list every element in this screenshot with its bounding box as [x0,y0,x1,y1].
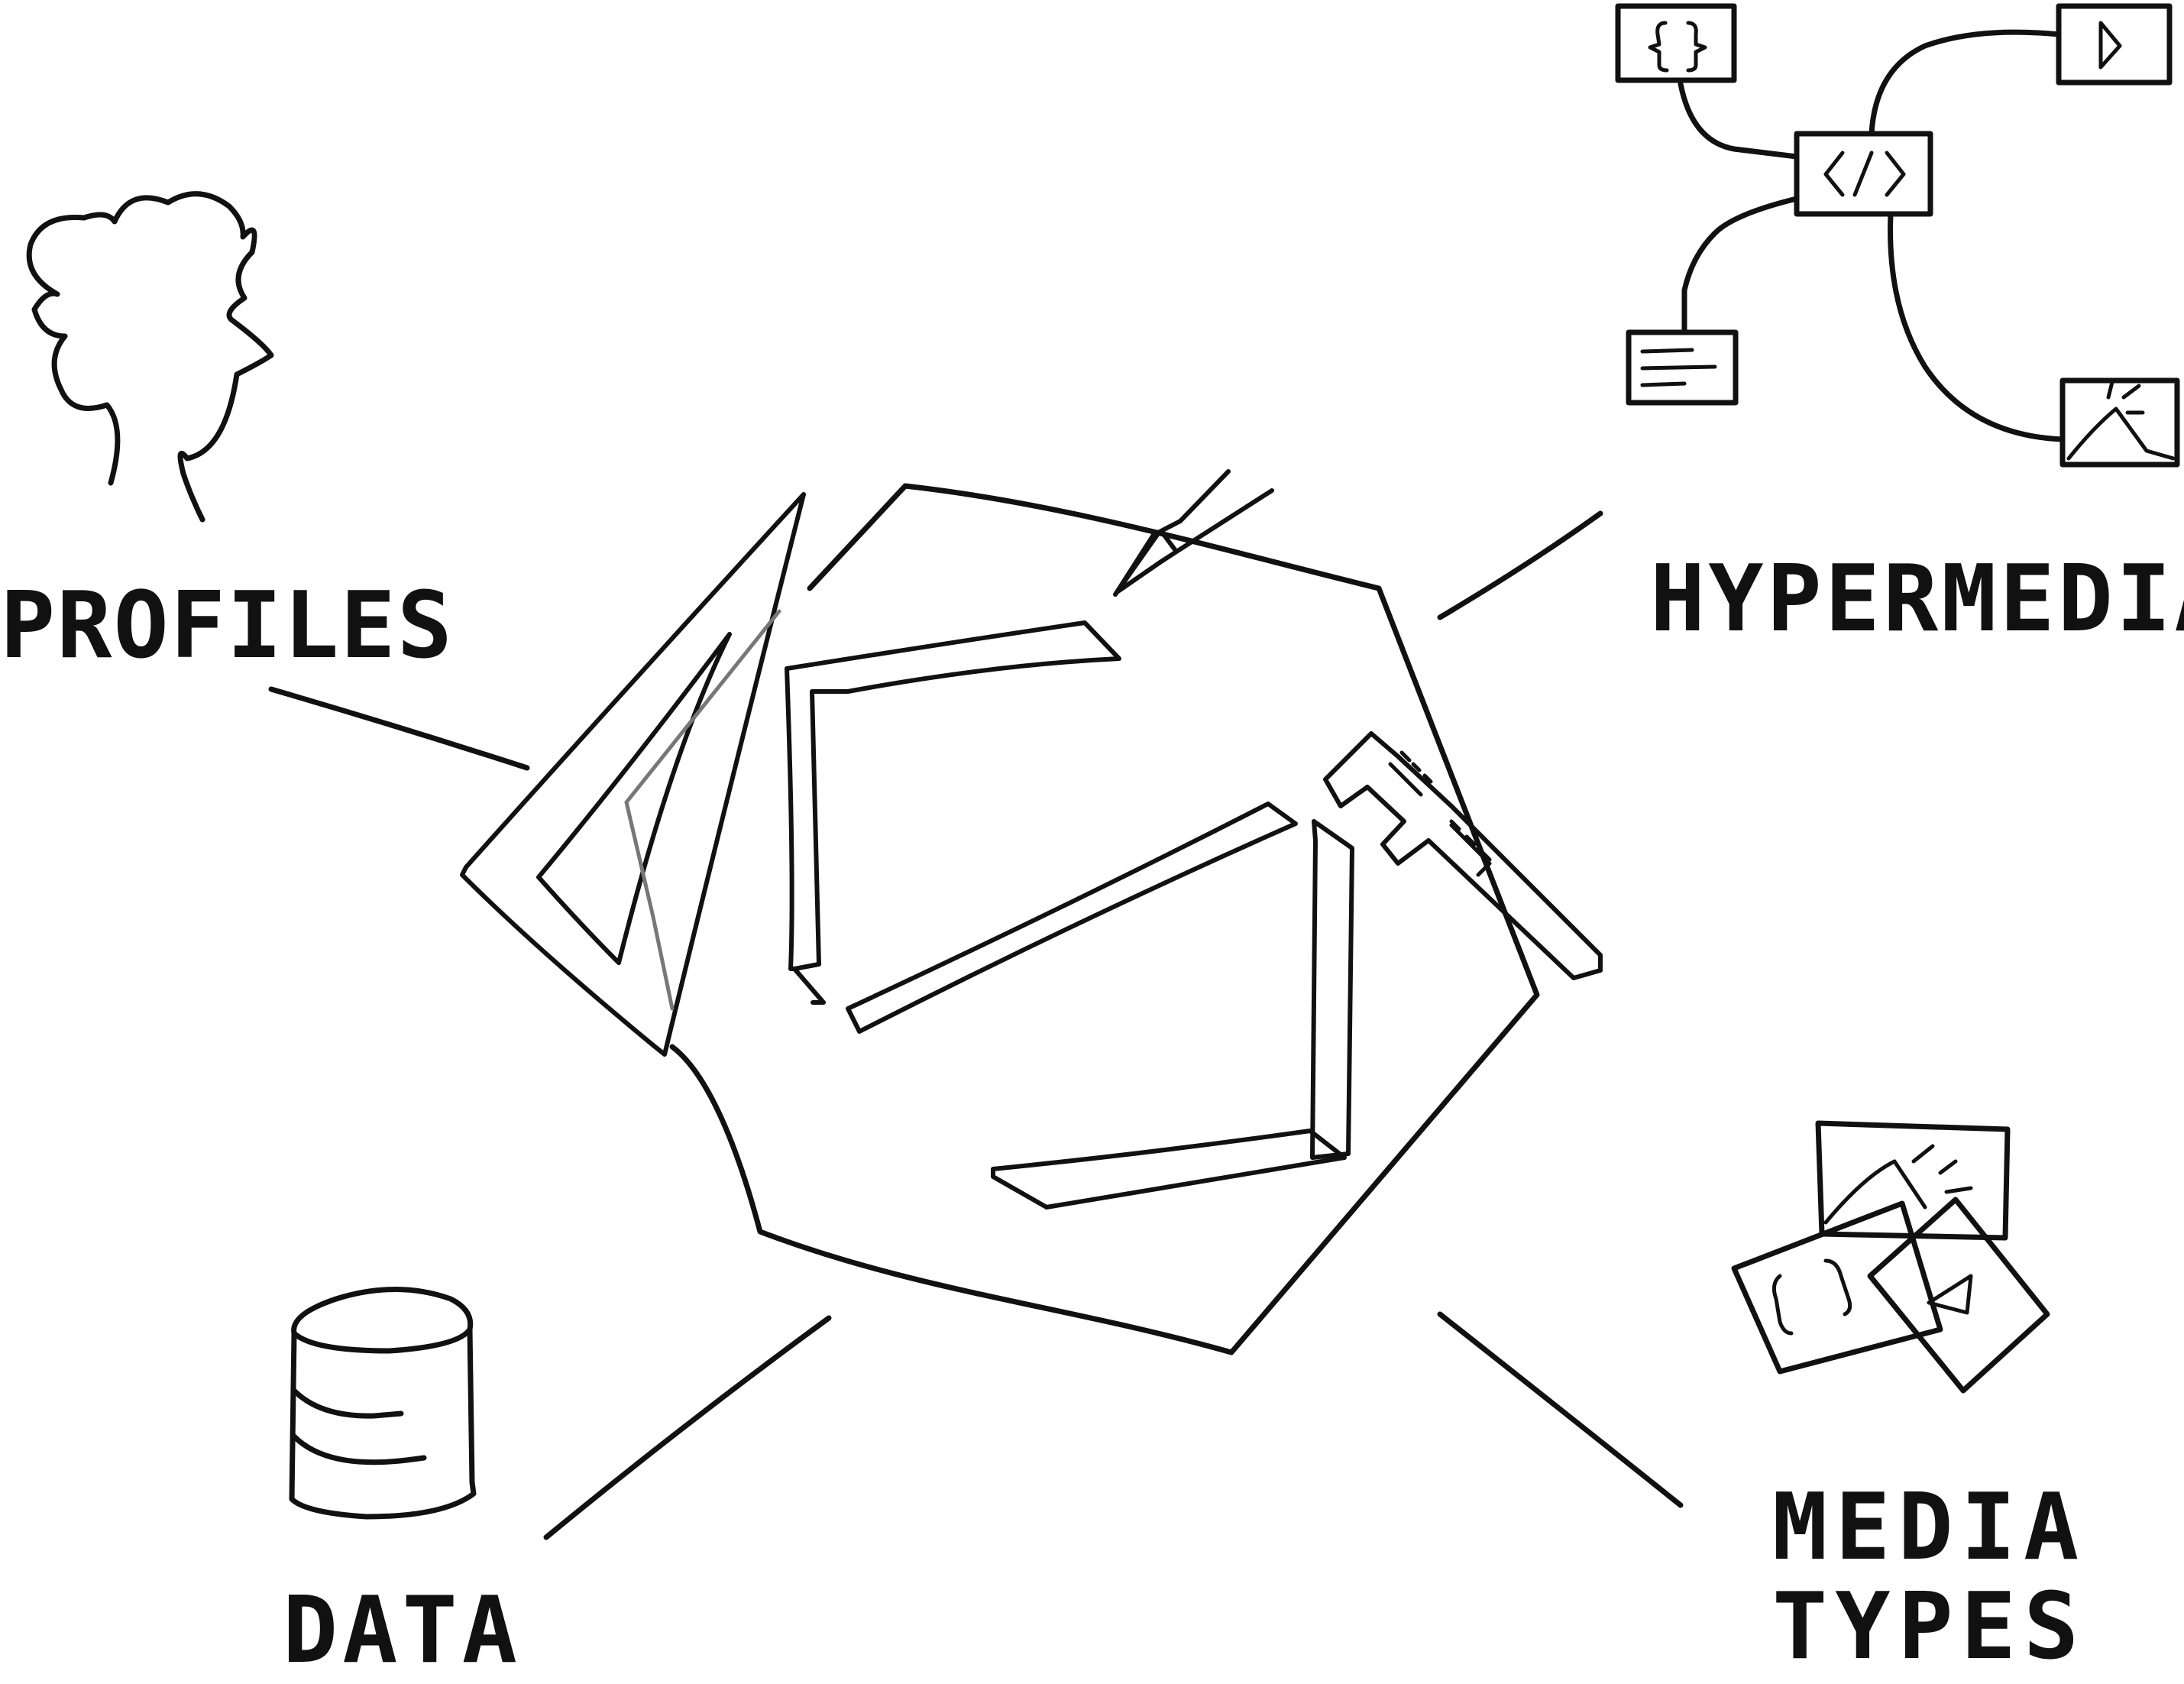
profiles-label: PROFILES [0,573,454,679]
media-types-label-line1: MEDIA [1772,1475,2087,1581]
person-head-icon [26,191,274,523]
connector-lines [268,510,1684,1540]
database-icon [289,1287,477,1520]
connector-media-types [1437,1311,1684,1508]
connector-hypermedia [1437,510,1603,620]
linked-documents-icon [1615,3,2180,468]
pencil-icon [1113,469,1274,597]
center-heptagon [669,483,1540,1355]
hypermedia-label: HYPERMEDIA [1650,546,2184,653]
media-files-icon [1731,1120,2050,1394]
media-types-label: MEDIA TYPES [1772,1478,2086,1676]
media-types-label-line2: TYPES [1772,1573,2087,1680]
connector-profiles [268,686,530,771]
connector-data [543,1315,832,1540]
set-square-icon [460,492,806,1057]
data-label: DATA [283,1578,522,1684]
caliper-icon [1323,731,1603,980]
